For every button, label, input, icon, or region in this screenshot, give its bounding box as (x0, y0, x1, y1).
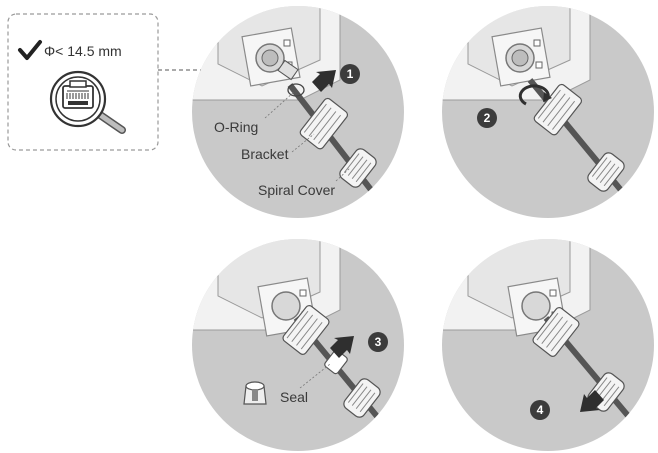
label-bracket: Bracket (241, 146, 289, 162)
step-2-panel: 2 (440, 0, 654, 218)
svg-text:3: 3 (375, 335, 382, 349)
step-3-panel: 3 (190, 234, 404, 451)
svg-text:1: 1 (347, 67, 354, 81)
svg-text:4: 4 (537, 403, 544, 417)
svg-text:2: 2 (484, 111, 491, 125)
label-o-ring: O-Ring (214, 119, 258, 135)
step-4-panel: 4 (440, 234, 654, 451)
label-seal: Seal (280, 389, 308, 405)
cable-diameter-spec: Φ< 14.5 mm (44, 43, 122, 59)
spec-callout: Φ< 14.5 mm (8, 14, 158, 150)
label-spiral-cover: Spiral Cover (258, 182, 335, 198)
seal-icon (244, 382, 266, 404)
